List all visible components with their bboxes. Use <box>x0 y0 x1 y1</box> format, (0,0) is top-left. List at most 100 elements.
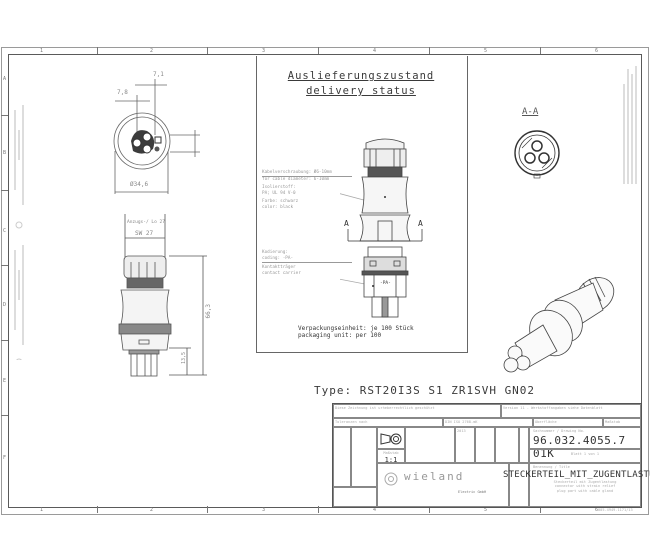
annotation-line: Isolierstoff: <box>262 185 296 190</box>
surface-cell: Oberfläche <box>533 418 603 427</box>
zone-tick <box>207 47 208 54</box>
annotation-line: coding: -PA- <box>262 256 352 263</box>
revision-footer-cell <box>333 487 377 507</box>
annotation-group-top: Kabelverschraubung: Ø6-10mm for cable di… <box>262 170 352 211</box>
section-a-a-label: A-A <box>522 107 539 117</box>
zone-tick <box>1 340 8 341</box>
company-sub: Electric GmbH <box>458 490 487 494</box>
projection-symbol-cell <box>377 427 405 449</box>
description-sub-1: Steckerteil mit Zugentlastung <box>553 479 617 484</box>
revision-col-2 <box>351 427 377 487</box>
version-note-cell: Version 11 - Werkstoffangaben siehe Date… <box>501 404 641 418</box>
zone-E-left: E <box>3 378 7 384</box>
coding-label: -PA- <box>380 281 391 286</box>
zone-C-left: C <box>3 228 7 234</box>
scale-label: Maßstab <box>383 451 399 455</box>
description-title: STECKERTEIL_MIT_ZUGENTLASTUNG <box>503 469 650 480</box>
scale-header: Maßstab <box>605 420 621 424</box>
sheet-inner-frame <box>8 54 642 508</box>
annotation-line: PA; UL 94 V-0 <box>262 191 296 196</box>
zone-tick <box>540 506 541 513</box>
description-sub-2: connector with strain relief <box>554 484 616 488</box>
zone-5-bottom: 5 <box>484 507 488 513</box>
part-number-cell: Sachnummer / Drawing No. 96.032.4055.7 0… <box>529 427 641 460</box>
revision-col-1 <box>333 427 351 487</box>
side-view-drawing <box>118 214 207 377</box>
zone-4-bottom: 4 <box>373 507 377 513</box>
side-view: Anzugs-/ Lo 27 SW 27 66,3 13,5 <box>95 212 225 384</box>
zone-A-left: A <box>3 76 7 82</box>
zone-2-bottom: 2 <box>150 507 154 513</box>
zone-tick <box>97 47 98 54</box>
date-value: 2013 <box>457 429 466 433</box>
packaging-en: packaging unit: per 100 <box>298 332 382 339</box>
isometric-connector-drawing <box>503 276 615 373</box>
title-block: Diese Zeichnung ist urheberrechtlich ges… <box>332 403 650 508</box>
annotation-group-bottom: Kodierung: coding: -PA- Kontaktträger co… <box>262 250 352 277</box>
annotation-line: Farbe: schwarz <box>262 199 299 204</box>
zone-1-bottom: 1 <box>40 507 44 513</box>
zone-tick <box>207 506 208 513</box>
standard-cell: DIN ISO 2768-mK <box>443 418 533 427</box>
annotation-line: Kodierung: <box>262 250 288 255</box>
zone-6-top: 6 <box>595 48 599 54</box>
right-margin-notes <box>620 64 638 184</box>
dim-left: 7,8 <box>117 89 128 96</box>
standard-value: DIN ISO 2768-mK <box>445 420 478 424</box>
zone-5-top: 5 <box>484 48 488 54</box>
zone-4-top: 4 <box>373 48 377 54</box>
zone-3-bottom: 3 <box>262 507 266 513</box>
sheet-id: 005-4949-1171/13 <box>598 508 633 512</box>
annotation-line: Kontaktträger <box>262 265 296 270</box>
delivery-status-panel <box>256 56 468 353</box>
dim-diameter: Ø34,6 <box>130 181 149 188</box>
tolerance-label: Toleranzen nach <box>335 420 368 424</box>
zone-6-bottom: 6 <box>595 507 599 513</box>
dim-thread-note: Anzugs-/ Lo 27 <box>127 220 165 225</box>
front-view: 7,1 7,8 Ø34,6 <box>95 65 225 204</box>
left-revision-notes <box>12 100 26 366</box>
section-a-a-drawing <box>514 130 560 179</box>
delivery-title-en: delivery status <box>306 85 416 97</box>
zone-F-left: F <box>3 455 7 461</box>
sheet-note: Blatt 1 von 1 <box>570 452 600 456</box>
zone-tick <box>1 190 8 191</box>
dim-length: 66,3 <box>205 304 212 319</box>
zone-tick <box>429 47 430 54</box>
isometric-view <box>485 255 635 384</box>
zone-3-top: 3 <box>262 48 266 54</box>
zone-tick <box>97 506 98 513</box>
company-name: wieland <box>404 470 465 483</box>
dim-pin: 13,5 <box>181 352 187 365</box>
dim-top: 7,1 <box>153 71 164 78</box>
sheet-outer-frame <box>1 47 649 515</box>
company-logo-icon <box>384 472 398 486</box>
zone-D-left: D <box>3 302 7 308</box>
tolerance-cell: Toleranzen nach <box>333 418 443 427</box>
zone-tick <box>318 506 319 513</box>
scale-header-cell: Maßstab <box>603 418 641 427</box>
type-designation: Type: RST20I3S S1 ZR1SVH GN02 <box>314 384 536 397</box>
copyright-note-cell: Diese Zeichnung ist urheberrechtlich ges… <box>333 404 501 418</box>
sheet-note-cell: Blatt 1 von 1 <box>529 449 641 463</box>
delivery-connector-drawing: A A -PA- <box>254 135 440 324</box>
company-cell: wieland Electric GmbH <box>377 463 509 507</box>
zone-tick <box>1 265 8 266</box>
connector-exploded-view <box>254 138 423 318</box>
annotation-line: contact carrier <box>262 271 301 276</box>
zone-tick <box>540 47 541 54</box>
section-marker-left: A <box>344 219 349 228</box>
annotation-line: color: black <box>262 205 294 210</box>
annotation-line: for cable diameter: 6-10mm <box>262 177 330 182</box>
delivery-title-de: Auslieferungszustand <box>287 70 435 82</box>
copyright-note: Diese Zeichnung ist urheberrechtlich ges… <box>335 406 435 410</box>
section-marker-right: A <box>418 219 423 228</box>
part-number-label: Sachnummer / Drawing No. <box>533 429 585 433</box>
revision-text-lines <box>14 105 24 366</box>
dim-thread: SW 27 <box>135 230 154 237</box>
annotation-line: Kabelverschraubung: Ø6-10mm <box>262 170 352 177</box>
blank-cell <box>509 463 529 507</box>
name-cell <box>475 427 495 463</box>
scale-value: 1:1 <box>384 455 398 464</box>
description-cell: Benennung / Title STECKERTEIL_MIT_ZUGENT… <box>503 463 650 507</box>
